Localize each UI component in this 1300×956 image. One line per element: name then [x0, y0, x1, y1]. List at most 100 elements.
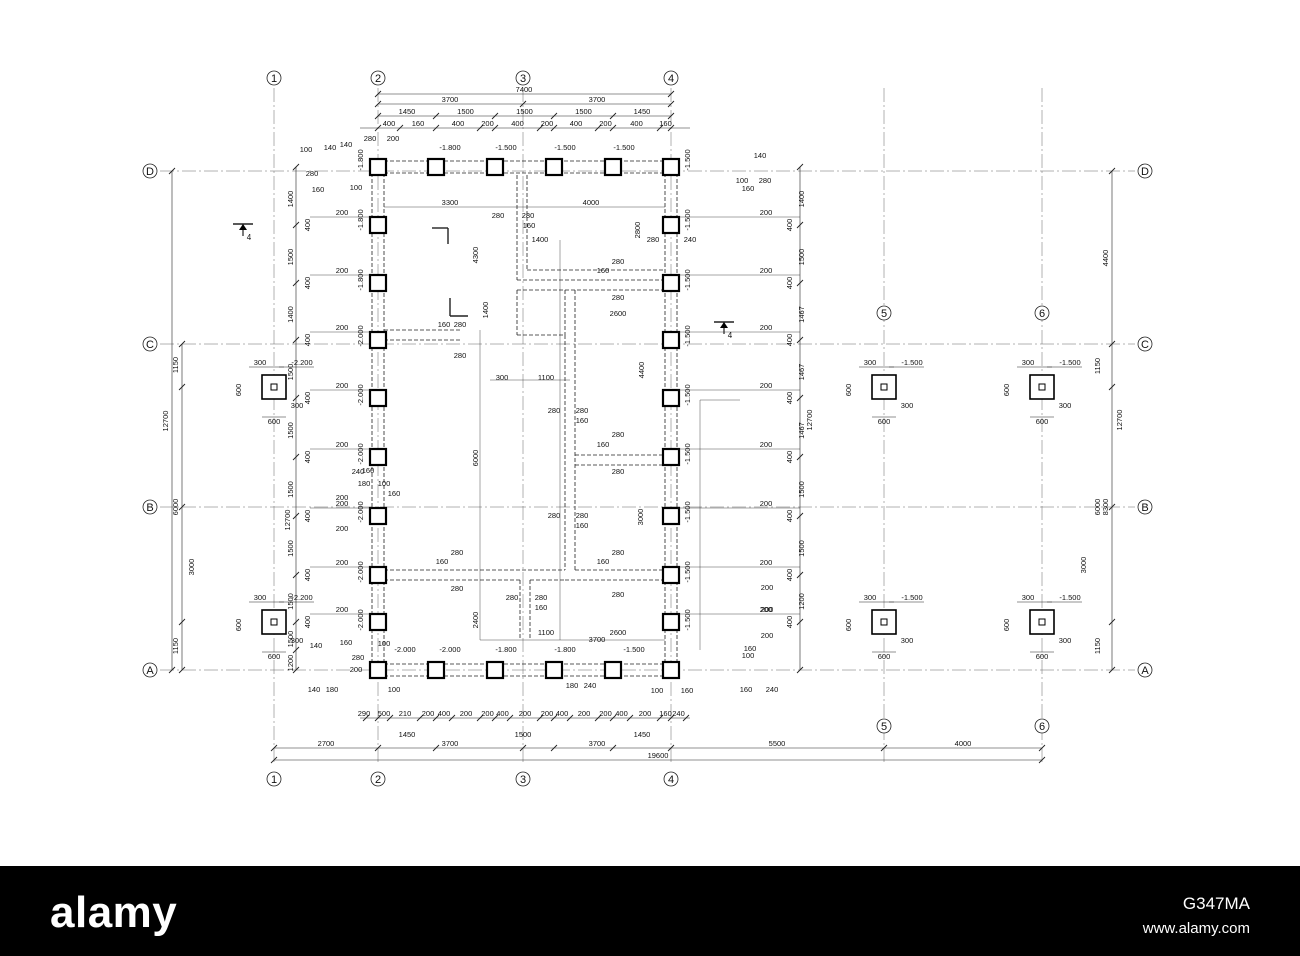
small-dim-50: 200: [761, 605, 774, 614]
axis-bubble-top-4-circle: [663, 70, 679, 86]
dim-left-inner-3: 1400: [286, 306, 295, 323]
dim-bottom-small-9: 200: [519, 709, 532, 718]
dimension-tick: [292, 646, 300, 654]
column-axis-4-9: [661, 612, 681, 632]
column-axis-2-1: [368, 157, 388, 177]
dimension-tick: [667, 744, 675, 752]
dim-interior-7: 4400: [637, 362, 646, 379]
column-dim-200-right-3: 200: [760, 323, 773, 332]
dim-left-2: 6000: [171, 499, 180, 516]
dimension-tick: [292, 394, 300, 402]
dimension-tick: [550, 744, 558, 752]
dimension-tick: [432, 112, 440, 120]
small-dim-62: 180: [566, 681, 579, 690]
elevation-mark-17: -1.500: [683, 325, 692, 346]
dimension-tick: [374, 714, 382, 722]
dim-bottom-seg-5: 3700: [589, 739, 606, 748]
dim-left-inner-6: 1500: [286, 481, 295, 498]
dim-left-inner-2: 1500: [286, 249, 295, 266]
column-dim-400-right-4: 400: [785, 392, 794, 405]
dimension-tick: [432, 714, 440, 722]
elevation-mark-18: -1.500: [683, 384, 692, 405]
pad-footing-1-A-core: [270, 618, 278, 626]
small-dim-43: 280: [612, 548, 625, 557]
dim-bottom-small-11: 400: [556, 709, 569, 718]
pad-footing-6-C: [1029, 374, 1055, 400]
dimension-tick: [536, 124, 544, 132]
dim-top-small-9: 400: [630, 119, 643, 128]
dim-interior-3: 2800: [633, 222, 642, 239]
dimension-tick: [796, 453, 804, 461]
dim-top-small-10: 160: [659, 119, 672, 128]
dim-far-right-5: 1150: [1093, 638, 1102, 654]
dimension-tick: [550, 124, 558, 132]
dimension-tick: [667, 124, 675, 132]
pad-dim-600-bottom: 600: [1036, 417, 1049, 426]
dim-interior-9: 1100: [538, 373, 554, 382]
dimension-tick: [506, 714, 514, 722]
column-axis-A-1: [426, 660, 446, 680]
dimension-tick: [491, 112, 499, 120]
axis-bubble-bottom-2: 2: [375, 774, 381, 786]
dimension-tick: [396, 124, 404, 132]
elevation-mark-11: -2.000: [356, 501, 365, 522]
column-dim-200-left-2: 200: [336, 266, 349, 275]
small-dim-33: 240: [352, 467, 365, 476]
column-dim-400-right-2: 400: [785, 277, 794, 290]
pad-footing-5-C-core: [880, 383, 888, 391]
column-dim-200-right-1: 200: [760, 208, 773, 217]
axis-bubble-bottom-5-circle: [876, 718, 892, 734]
dim-bottom-small-2: 500: [378, 709, 391, 718]
dim-top-small-5: 400: [511, 119, 524, 128]
small-dim-32: 160: [576, 521, 589, 530]
dim-interior-6: 2600: [610, 309, 627, 318]
small-dim-59: 280: [352, 653, 365, 662]
axis-bubble-left-A: A: [146, 665, 154, 677]
axis-bubble-right-D-circle: [1137, 163, 1153, 179]
dim-bottom-small-13: 200: [599, 709, 612, 718]
dimension-tick: [476, 714, 484, 722]
pad-dim-300-top: 300: [864, 358, 877, 367]
pad-dim-600-side: 600: [1002, 619, 1011, 632]
dim-interior-11: 3000: [636, 509, 645, 526]
dim-bottom-seg-1: 2700: [318, 739, 335, 748]
dimension-tick: [491, 124, 499, 132]
elevation-mark-20: -1.500: [683, 501, 692, 522]
dimension-tick: [178, 340, 186, 348]
small-dim-46: 280: [506, 593, 519, 602]
column-dim-200-left-6: 200: [336, 499, 349, 508]
small-dim-42: 280: [451, 584, 464, 593]
dimension-tick: [292, 618, 300, 626]
small-dim-21: 160: [438, 320, 451, 329]
dimension-tick: [656, 124, 664, 132]
pad-dim-600-side: 600: [844, 384, 853, 397]
elevation-mark-16: -1.500: [683, 269, 692, 290]
dimension-tick: [880, 744, 888, 752]
dim-top-small-3: 400: [452, 119, 465, 128]
pad-dim-300-top: 300: [254, 593, 267, 602]
dim-far-right-4: 3000: [1079, 557, 1088, 574]
small-dim-63: 240: [584, 681, 597, 690]
pad-dim-300-side: 300: [1059, 401, 1072, 410]
small-dim-8: 200: [387, 134, 400, 143]
axis-bubble-top-4: 4: [668, 73, 674, 85]
pad-dim-300-top: 300: [864, 593, 877, 602]
dimension-tick: [292, 336, 300, 344]
dimension-tick: [374, 90, 382, 98]
column-dim-400-right-7: 400: [785, 569, 794, 582]
pad-footing-1-C-core: [270, 383, 278, 391]
dimension-tick: [292, 666, 300, 674]
small-dim-26: 160: [576, 416, 589, 425]
dimension-tick: [270, 756, 278, 764]
dimension-tick: [667, 714, 675, 722]
pad-dim-600-bottom: 600: [1036, 652, 1049, 661]
dimension-tick: [796, 394, 804, 402]
dim-right-inner-3: 1467: [797, 306, 806, 323]
dim-right-inner-2: 1500: [797, 249, 806, 266]
small-dim-34: 160: [362, 466, 375, 475]
pad-dim-600-bottom: 600: [878, 417, 891, 426]
dim-interior-2: 4000: [583, 198, 600, 207]
dimension-tick: [626, 714, 634, 722]
pad-dim-300-top: 300: [1022, 593, 1035, 602]
